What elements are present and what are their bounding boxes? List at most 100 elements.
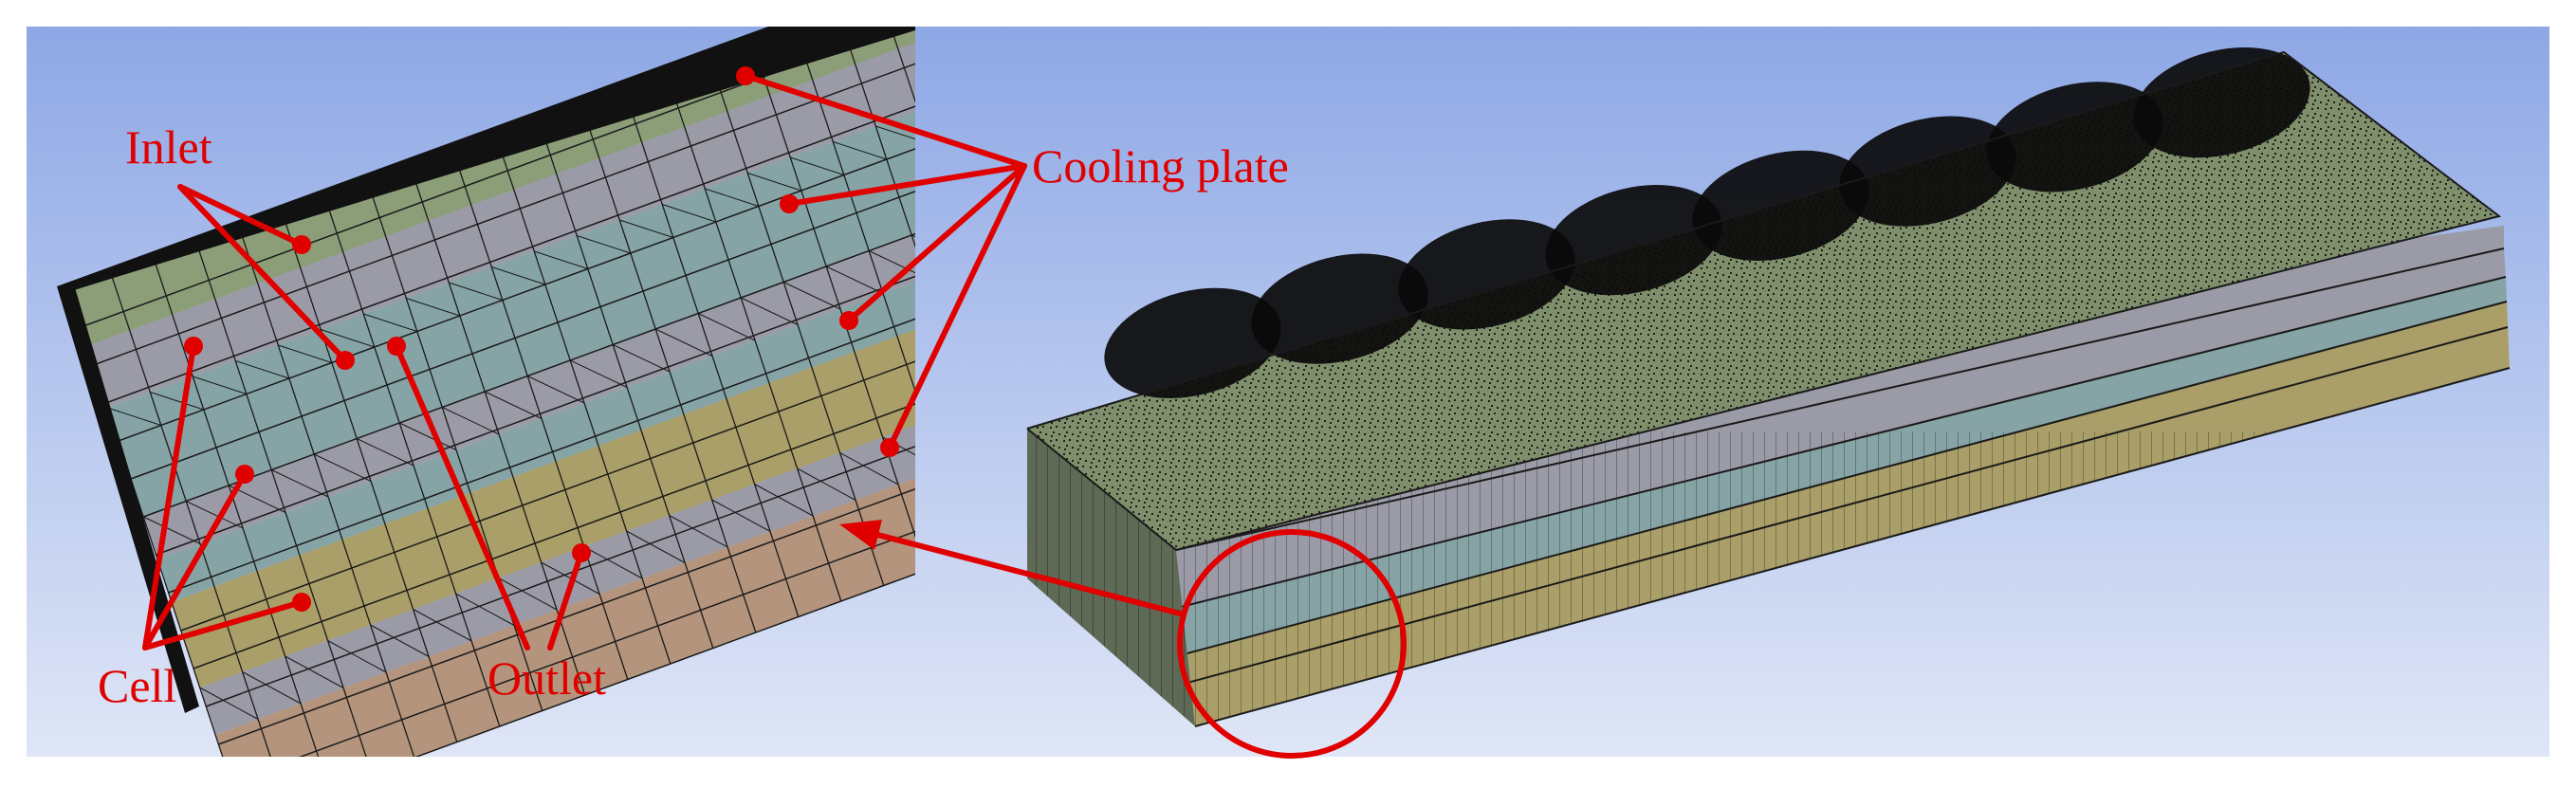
- callout-leader-line: [786, 163, 1027, 207]
- callout-dots: [184, 66, 899, 612]
- zoom-mesh-diagonal: [498, 577, 558, 611]
- zoom-mesh-diagonal: [797, 467, 856, 501]
- zoom-layer-strip: [199, 425, 915, 735]
- zoom-circle: [1177, 529, 1407, 759]
- callout-dot: [839, 311, 858, 330]
- callout-dot: [387, 337, 406, 356]
- callout-leader-line: [177, 184, 304, 247]
- module-top-dark-regions: [1104, 47, 2310, 398]
- zoom-mesh-diagonal: [270, 469, 329, 498]
- zoom-mesh-diagonal: [313, 453, 372, 482]
- module-top-dark-region: [1104, 287, 1281, 398]
- module-top-dark-region: [1251, 253, 1428, 364]
- zoom-mesh-diagonal: [413, 609, 472, 642]
- label-cell: Cell: [98, 659, 176, 712]
- zoom-mesh-line: [153, 257, 320, 757]
- zoom-mesh-diagonal: [321, 329, 375, 348]
- zoom-mesh-line: [841, 27, 915, 248]
- callout-dot: [184, 337, 203, 356]
- module-layer-line: [1187, 326, 2509, 684]
- zoom-arrow-shaft: [862, 528, 1185, 617]
- zoom-mesh-diagonal: [185, 501, 244, 529]
- zoom-mesh-line: [580, 101, 757, 633]
- zoom-mesh-diagonal: [654, 328, 713, 357]
- zoom-mesh-diagonal: [583, 546, 643, 579]
- zoom-mesh-diagonal: [711, 499, 771, 532]
- zoom-mesh-diagonal: [705, 188, 759, 207]
- zoom-mesh-diagonal: [790, 156, 844, 175]
- zoom-mesh-line: [414, 573, 915, 757]
- module-top-dark-region: [1692, 150, 1869, 261]
- module-layer-line: [1194, 367, 2511, 727]
- zoom-layer-strip: [86, 42, 915, 408]
- zoom-mesh-diagonal: [782, 282, 841, 310]
- module-layer-line: [1175, 247, 2505, 551]
- zoom-mesh-diagonal: [833, 141, 887, 160]
- callout-leader-line: [887, 163, 1027, 450]
- callout-dot: [292, 593, 311, 612]
- zoom-mesh: [57, 27, 915, 757]
- zoom-mesh-line: [537, 117, 714, 649]
- zoom-mesh-line: [708, 54, 885, 586]
- zoom-mesh-diagonal: [740, 297, 799, 325]
- zoom-top-edge: [57, 27, 915, 290]
- zoom-mesh-diagonal: [235, 360, 289, 379]
- callout-leaders: [142, 73, 1027, 651]
- zoom-mesh-diagonal: [278, 344, 332, 363]
- zoom-layer-strip: [171, 329, 915, 687]
- zoom-mesh-line: [451, 148, 629, 680]
- zoom-mesh-diagonal: [569, 359, 628, 388]
- zoom-mesh-diagonal: [370, 624, 430, 657]
- zoom-mesh-line: [750, 38, 915, 539]
- module-front-face-mesh: [1175, 247, 2511, 727]
- zoom-mesh-diagonal: [875, 125, 915, 140]
- module-top-dark-region: [1398, 219, 1575, 330]
- zoom-mesh-diagonal: [356, 438, 414, 467]
- zoom-indicator: [839, 520, 1407, 759]
- callout-leader-line: [846, 163, 1027, 323]
- callout-dot: [235, 465, 254, 484]
- label-inlet: Inlet: [125, 120, 212, 174]
- zoom-mesh-diagonal: [747, 173, 801, 192]
- zoom-mesh-line: [494, 132, 672, 665]
- zoom-mesh-diagonal: [449, 282, 503, 301]
- zoom-mesh-diagonal: [697, 313, 756, 341]
- callout-dot: [292, 235, 311, 254]
- callout-dot: [336, 351, 355, 370]
- zoom-arrow-head: [839, 520, 882, 550]
- callout-leader-line: [142, 471, 248, 651]
- module-top-dark-region: [1986, 82, 2163, 192]
- callout-leader-line: [743, 73, 1027, 169]
- zoom-mesh-diagonal: [491, 266, 545, 285]
- callout-dot: [780, 194, 799, 213]
- zoom-layer-strip: [68, 27, 915, 346]
- zoom-mesh-line: [323, 194, 501, 727]
- module-top-face: [1027, 52, 2499, 550]
- zoom-mesh-diagonal: [327, 640, 387, 673]
- zoom-mesh-line: [195, 242, 367, 757]
- zoom-panel: [27, 27, 915, 757]
- callout-leader-line: [394, 343, 530, 651]
- callout-leader-line: [547, 550, 584, 651]
- zoom-mesh-diagonal: [406, 298, 460, 317]
- zoom-mesh-diagonal: [150, 392, 204, 411]
- zoom-layer-strip: [118, 148, 915, 517]
- zoom-mesh-line: [890, 27, 915, 103]
- zoom-mesh-line: [281, 211, 458, 742]
- battery-module-3d: [915, 27, 2549, 757]
- zoom-mesh-diagonal: [669, 515, 728, 548]
- label-outlet: Outlet: [488, 651, 606, 705]
- zoom-mesh-diagonal: [754, 484, 814, 517]
- zoom-mesh-line: [622, 85, 800, 617]
- zoom-mesh-diagonal: [107, 407, 161, 426]
- callout-dot: [880, 438, 899, 457]
- module-top-dark-region: [2133, 47, 2310, 158]
- label-cooling-plate: Cooling plate: [1032, 139, 1289, 192]
- zoom-mesh-diagonal: [577, 235, 631, 254]
- module-top-dark-region: [1545, 185, 1722, 296]
- zoom-layer-strip: [157, 282, 915, 602]
- zoom-mesh-line: [409, 163, 586, 696]
- zoom-mesh-diagonal: [455, 593, 515, 626]
- zoom-mesh-line: [665, 69, 842, 602]
